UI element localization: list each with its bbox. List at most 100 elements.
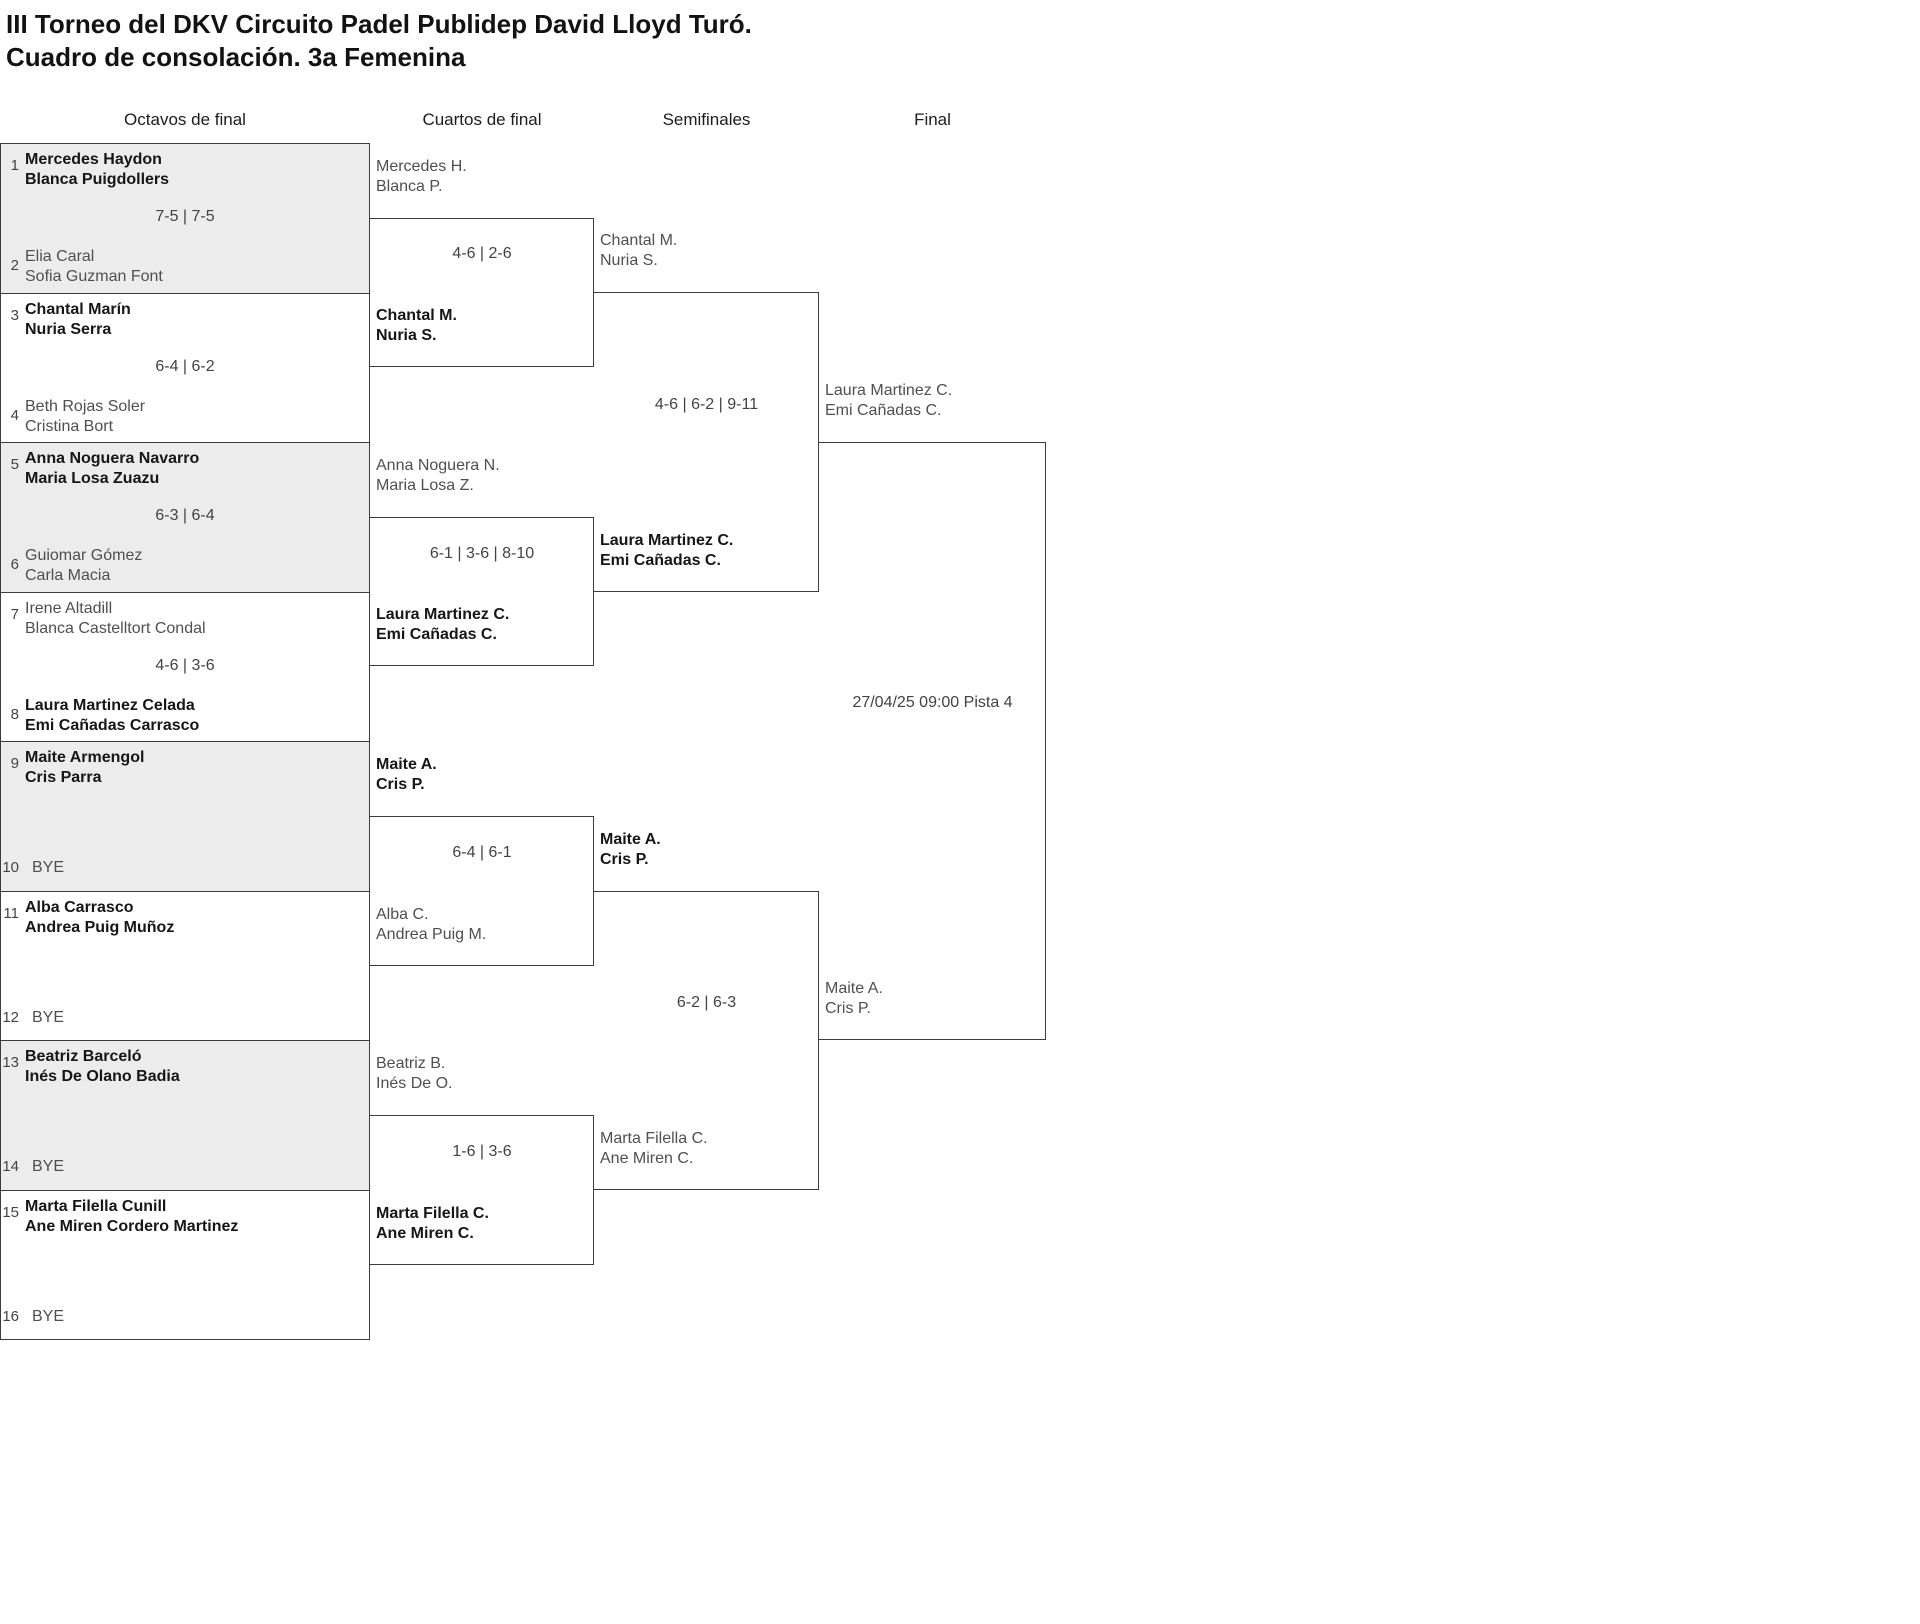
- player-name: Maite A.: [600, 831, 661, 848]
- team-entry: Maite Armengol Cris Parra: [25, 748, 144, 788]
- team-entry: Beatriz B. Inés De O.: [376, 1054, 452, 1094]
- player-name: Nuria S.: [376, 327, 437, 344]
- player-name: Blanca Castelltort Condal: [25, 620, 206, 637]
- match-score: 6-4 | 6-2: [155, 358, 215, 375]
- player-name: Emi Cañadas C.: [825, 402, 942, 419]
- bye-label: BYE: [32, 1158, 65, 1175]
- seed-number: 10: [2, 859, 19, 876]
- final-box: [819, 442, 1046, 1040]
- seed-number: 2: [10, 257, 19, 274]
- player-name: Beatriz B.: [376, 1055, 446, 1072]
- player-name: Inés De Olano Badia: [25, 1068, 180, 1085]
- player-name: Ane Miren Cordero Martinez: [25, 1218, 239, 1235]
- page-title: III Torneo del DKV Circuito Padel Publid…: [6, 8, 752, 74]
- player-name: Mercedes H.: [376, 158, 467, 175]
- round-header-octavos: Octavos de final: [124, 110, 246, 129]
- player-name: Marta Filella C.: [376, 1205, 489, 1222]
- match-score: 6-3 | 6-4: [155, 507, 215, 524]
- seed-number: 1: [10, 157, 19, 174]
- bye-entry: BYE: [32, 1157, 64, 1177]
- player-name: Laura Martinez C.: [600, 532, 734, 549]
- octavos-match-8: 15 Marta Filella Cunill Ane Miren Corder…: [0, 1190, 370, 1340]
- player-name: Anna Noguera Navarro: [25, 450, 200, 467]
- player-name: Anna Noguera N.: [376, 457, 500, 474]
- cuartos-match-1-box: [370, 218, 594, 367]
- seed-number: 16: [2, 1308, 19, 1325]
- semifinal-1-box: [594, 292, 819, 592]
- team-entry: Beatriz Barceló Inés De Olano Badia: [25, 1047, 180, 1087]
- player-name: Laura Martinez Celada: [25, 697, 195, 714]
- team-entry: Elia Caral Sofia Guzman Font: [25, 247, 163, 287]
- team-entry: Maite A. Cris P.: [376, 755, 437, 795]
- team-entry: Mercedes H. Blanca P.: [376, 157, 467, 197]
- round-header-cuartos: Cuartos de final: [422, 110, 542, 129]
- match-score: 4-6 | 6-2 | 9-11: [654, 396, 759, 413]
- player-name: Nuria S.: [600, 252, 658, 269]
- player-name: Guiomar Gómez: [25, 547, 143, 564]
- bye-entry: BYE: [32, 858, 64, 878]
- player-name: Elia Caral: [25, 248, 95, 265]
- player-name: Ane Miren C.: [376, 1225, 474, 1242]
- player-name: Beth Rojas Soler: [25, 398, 146, 415]
- match-score: 7-5 | 7-5: [155, 208, 215, 225]
- team-entry: Beth Rojas Soler Cristina Bort: [25, 397, 145, 437]
- semifinal-2-box: [594, 891, 819, 1190]
- player-name: Maite Armengol: [25, 749, 145, 766]
- player-name: Emi Cañadas C.: [600, 552, 721, 569]
- team-entry: Alba C. Andrea Puig M.: [376, 905, 486, 945]
- player-name: Cristina Bort: [25, 418, 114, 435]
- match-score: 4-6 | 3-6: [155, 657, 215, 674]
- team-entry: Marta Filella C. Ane Miren C.: [376, 1204, 489, 1244]
- round-header-semifinales: Semifinales: [662, 110, 751, 129]
- seed-number: 4: [10, 407, 19, 424]
- team-entry: Chantal Marín Nuria Serra: [25, 300, 131, 340]
- team-entry: Laura Martinez Celada Emi Cañadas Carras…: [25, 696, 199, 736]
- team-entry: Marta Filella C. Ane Miren C.: [600, 1129, 708, 1169]
- bye-entry: BYE: [32, 1307, 64, 1327]
- player-name: Irene Altadill: [25, 600, 113, 617]
- player-name: Maite A.: [825, 980, 883, 997]
- player-name: Cris P.: [600, 851, 649, 868]
- player-name: Maite A.: [376, 756, 437, 773]
- player-name: Laura Martinez C.: [825, 382, 953, 399]
- player-name: Beatriz Barceló: [25, 1048, 142, 1065]
- player-name: Mercedes Haydon: [25, 151, 162, 168]
- title-line-1: III Torneo del DKV Circuito Padel Publid…: [6, 9, 752, 39]
- player-name: Alba C.: [376, 906, 429, 923]
- player-name: Cris P.: [825, 1000, 871, 1017]
- player-name: Maria Losa Zuazu: [25, 470, 160, 487]
- seed-number: 12: [2, 1009, 19, 1026]
- team-entry: Alba Carrasco Andrea Puig Muñoz: [25, 898, 174, 938]
- cuartos-match-2-box: [370, 517, 594, 666]
- player-name: Chantal M.: [376, 307, 457, 324]
- player-name: Marta Filella C.: [600, 1130, 708, 1147]
- player-name: Nuria Serra: [25, 321, 112, 338]
- team-entry: Maite A. Cris P.: [600, 830, 661, 870]
- cuartos-match-3-box: [370, 816, 594, 966]
- seed-number: 13: [2, 1054, 19, 1071]
- player-name: Sofia Guzman Font: [25, 268, 163, 285]
- seed-number: 11: [3, 905, 19, 922]
- player-name: Cris Parra: [25, 769, 102, 786]
- octavos-match-5: 9 Maite Armengol Cris Parra 10 BYE: [0, 741, 370, 891]
- bye-label: BYE: [32, 1308, 65, 1325]
- team-entry: Chantal M. Nuria S.: [600, 231, 677, 271]
- team-entry: Laura Martinez C. Emi Cañadas C.: [600, 531, 733, 571]
- player-name: Carla Macia: [25, 567, 111, 584]
- seed-number: 7: [10, 606, 19, 623]
- team-entry: Anna Noguera N. Maria Losa Z.: [376, 456, 500, 496]
- player-name: Emi Cañadas Carrasco: [25, 717, 200, 734]
- player-name: Marta Filella Cunill: [25, 1198, 167, 1215]
- title-line-2: Cuadro de consolación. 3a Femenina: [6, 42, 466, 72]
- seed-number: 14: [2, 1158, 19, 1175]
- seed-number: 3: [10, 307, 19, 324]
- team-entry: Irene Altadill Blanca Castelltort Condal: [25, 599, 206, 639]
- player-name: Alba Carrasco: [25, 899, 134, 916]
- player-name: Andrea Puig Muñoz: [25, 919, 175, 936]
- bye-label: BYE: [32, 1009, 65, 1026]
- octavos-match-2: 3 Chantal Marín Nuria Serra 6-4 | 6-2 4 …: [0, 293, 370, 442]
- player-name: Chantal M.: [600, 232, 678, 249]
- final-schedule: 27/04/25 09:00 Pista 4: [852, 694, 1013, 711]
- cuartos-match-4-box: [370, 1115, 594, 1265]
